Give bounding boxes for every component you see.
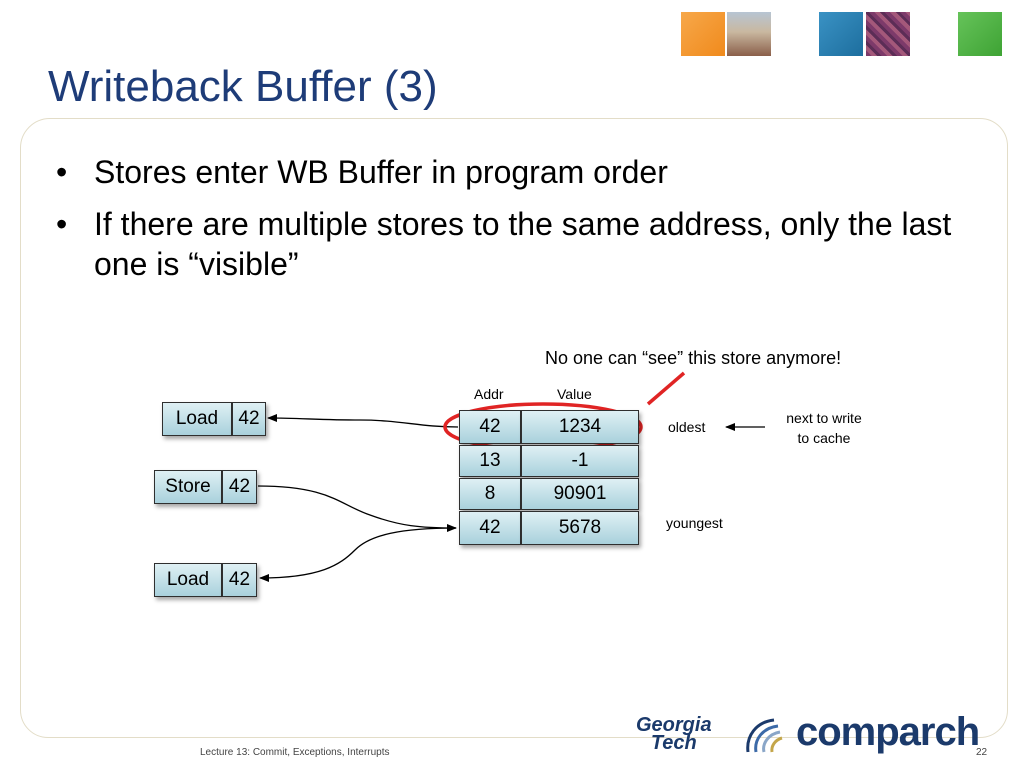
header-square-orange: [681, 12, 725, 56]
bullet-text: If there are multiple stores to the same…: [94, 206, 952, 282]
buffer-row-0-value: 1234: [521, 410, 639, 444]
buffer-row-1-addr: 13: [459, 445, 521, 477]
buffer-row-3-addr: 42: [459, 511, 521, 545]
bullet-item: • If there are multiple stores to the sa…: [52, 204, 982, 284]
instr-2-addr: 42: [222, 563, 257, 597]
addr-column-header: Addr: [474, 386, 504, 402]
buffer-row-2-addr: 8: [459, 478, 521, 510]
forward-arrow-to-first-load: [267, 414, 459, 428]
buffer-row-1-value: -1: [521, 445, 639, 477]
footer-lecture-title: Lecture 13: Commit, Exceptions, Interrup…: [200, 747, 390, 758]
instr-1-addr: 42: [222, 470, 257, 504]
callout-pointer: [646, 371, 686, 406]
bullet-glyph: •: [56, 154, 68, 190]
gt-logo-line1: Georgia: [636, 714, 712, 736]
instr-2-op: Load: [154, 563, 222, 597]
header-square-blue: [819, 12, 863, 56]
gt-logo-line2: Tech: [650, 732, 697, 754]
bullet-item: • Stores enter WB Buffer in program orde…: [52, 152, 982, 192]
next-to-write-label-line2: to cache: [797, 430, 851, 446]
next-to-write-label-line1: next to write: [786, 410, 862, 426]
callout-text: No one can “see” this store anymore!: [545, 348, 842, 368]
page-number: 22: [976, 747, 988, 758]
buffer-row-0-addr: 42: [459, 410, 521, 444]
bullet-glyph: •: [56, 206, 68, 242]
comparch-swirl-icon: [746, 718, 783, 753]
header-square-circuit: [866, 12, 910, 56]
header-square-green: [958, 12, 1002, 56]
youngest-label: youngest: [666, 515, 723, 531]
instr-0-addr: 42: [232, 402, 266, 436]
store-arrow-into-buffer: [257, 485, 457, 532]
comparch-logo: comparch: [796, 710, 980, 754]
slide-title: Writeback Buffer (3): [48, 62, 438, 111]
oldest-label: oldest: [668, 419, 706, 435]
forward-arrow-to-second-load: [259, 527, 457, 582]
content-frame: [20, 118, 1008, 738]
bullet-list: • Stores enter WB Buffer in program orde…: [52, 152, 982, 296]
buffer-row-2-value: 90901: [521, 478, 639, 510]
header-square-photo: [727, 12, 771, 56]
buffer-row-3-value: 5678: [521, 511, 639, 545]
bullet-text: Stores enter WB Buffer in program order: [94, 154, 668, 190]
georgia-tech-logo: Georgia Tech: [636, 714, 712, 754]
instr-1-op: Store: [154, 470, 222, 504]
value-column-header: Value: [557, 386, 592, 402]
instr-0-op: Load: [162, 402, 232, 436]
